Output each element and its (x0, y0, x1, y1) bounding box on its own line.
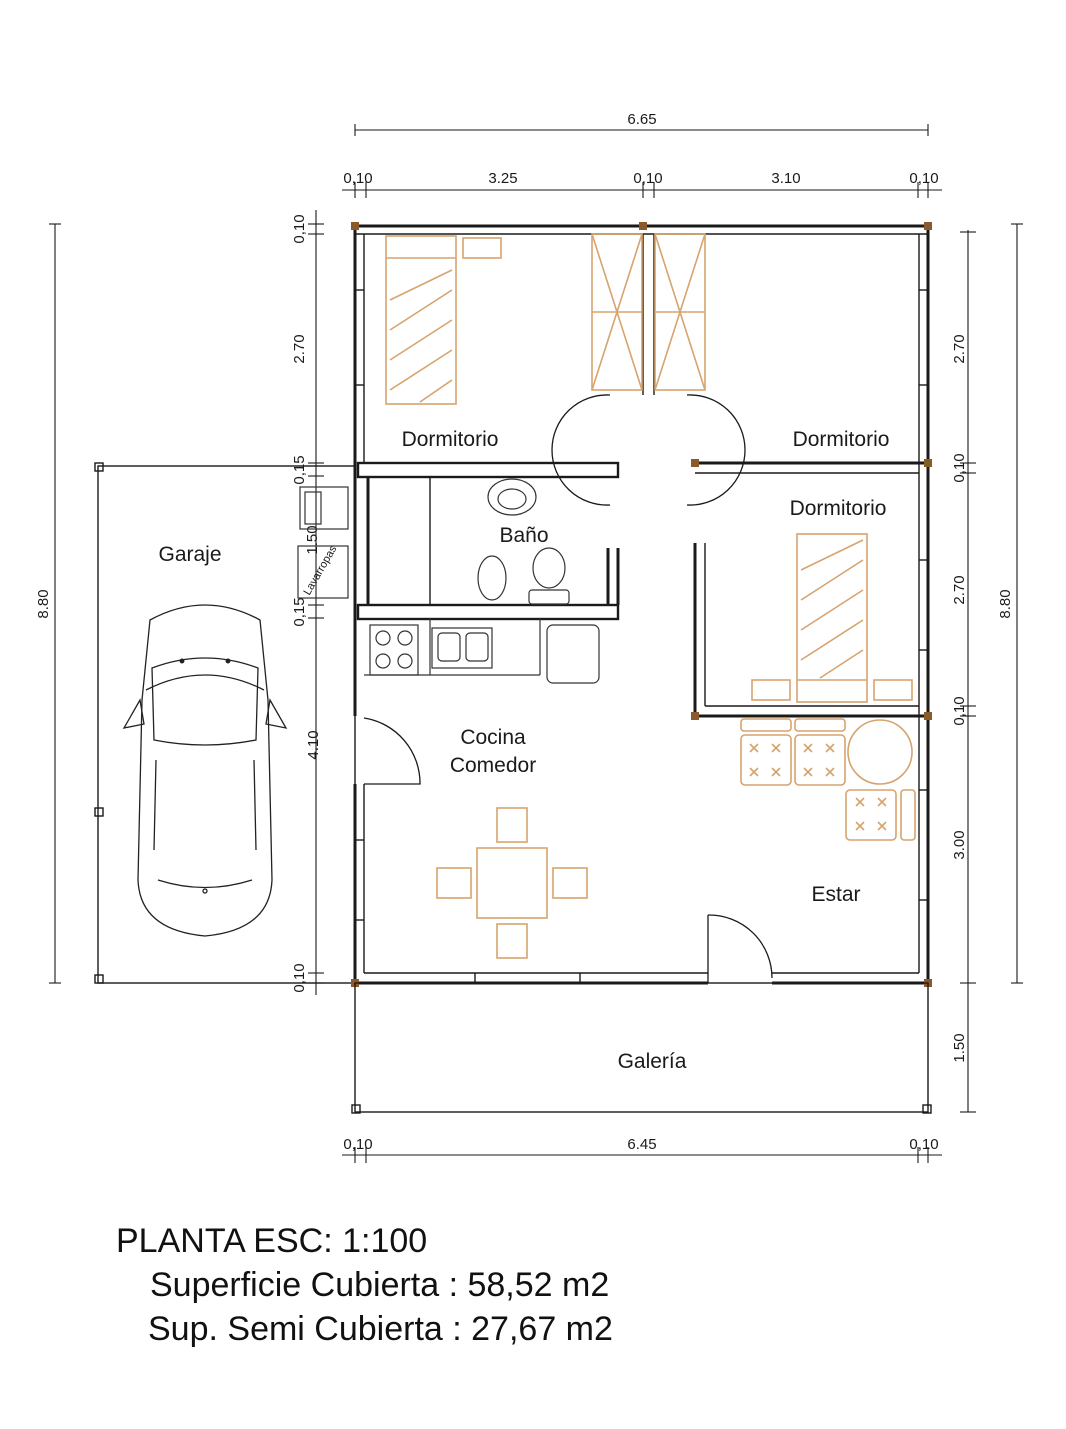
dim-right-seg-1: 2.70 (951, 334, 968, 363)
dim-left-seg-1: 0,10 (291, 214, 308, 243)
dim-right-seg-4: 0,10 (951, 696, 968, 725)
covered-area: Superficie Cubierta : 58,52 m2 (150, 1266, 610, 1304)
kitchen-fixtures-icon (364, 618, 600, 684)
dim-top-seg-5: 0,10 (909, 170, 938, 187)
semi-covered-area: Sup. Semi Cubierta : 27,67 m2 (148, 1310, 613, 1348)
dim-right-seg-6: 1.50 (951, 1033, 968, 1062)
room-label-garaje: Garaje (158, 543, 221, 566)
wardrobe-2-icon (654, 233, 706, 391)
bottom-dimensions: 0,10 6.45 0,10 (342, 1136, 942, 1163)
dim-bottom-seg-3: 0,10 (909, 1136, 938, 1153)
dim-top-seg-1: 0,10 (343, 170, 372, 187)
room-label-comedor: Comedor (450, 754, 536, 777)
room-label-estar: Estar (811, 883, 860, 906)
dim-left-seg-5: 0,15 (291, 597, 308, 626)
bed-2-icon (751, 533, 913, 703)
bed-1-icon (385, 235, 502, 405)
right-dimensions: 8.80 2.70 0,10 2.70 0,10 3.00 1.50 (951, 223, 1023, 1113)
dim-top-seg-2: 3.25 (488, 170, 517, 187)
car-icon (122, 604, 288, 937)
dim-left-seg-6: 4.10 (305, 730, 322, 759)
living-furniture-icon (740, 718, 916, 841)
dim-left-seg-3: 0,15 (291, 455, 308, 484)
wardrobe-1-icon (591, 233, 643, 391)
bathroom-fixtures-icon (477, 478, 570, 605)
dim-right-total: 8.80 (997, 589, 1014, 618)
laundry-sink-icon (297, 486, 349, 599)
dim-top-total: 6.65 (627, 111, 656, 128)
dim-bottom-seg-2: 6.45 (627, 1136, 656, 1153)
dim-left-seg-7: 0,10 (291, 963, 308, 992)
room-label-dormitorio-3: Dormitorio (790, 497, 887, 520)
room-label-galeria: Galería (618, 1050, 687, 1073)
garage (94, 462, 356, 984)
room-label-bano: Baño (499, 524, 548, 547)
room-label-dormitorio-1: Dormitorio (402, 428, 499, 451)
plan-title: PLANTA ESC: 1:100 (116, 1222, 428, 1260)
dim-right-seg-5: 3.00 (951, 830, 968, 859)
galeria (351, 982, 932, 1114)
dim-left-seg-2: 2.70 (291, 334, 308, 363)
room-label-cocina: Cocina (460, 726, 526, 749)
dim-bottom-seg-1: 0,10 (343, 1136, 372, 1153)
top-dimensions: 6.65 0,10 3.25 0,10 3.10 0,10 (342, 111, 942, 198)
dining-table-icon (436, 807, 588, 959)
dim-top-seg-4: 3.10 (771, 170, 800, 187)
doors (363, 394, 773, 983)
left-dimensions: 8.80 0,10 2.70 0,15 1.50 0,15 4.10 0,10 (35, 210, 324, 995)
room-label-dormitorio-2: Dormitorio (793, 428, 890, 451)
dim-left-seg-4: 1.50 (304, 525, 321, 554)
dim-left-total: 8.80 (35, 589, 52, 618)
dim-right-seg-2: 0,10 (951, 453, 968, 482)
dim-right-seg-3: 2.70 (951, 575, 968, 604)
dim-top-seg-3: 0,10 (633, 170, 662, 187)
